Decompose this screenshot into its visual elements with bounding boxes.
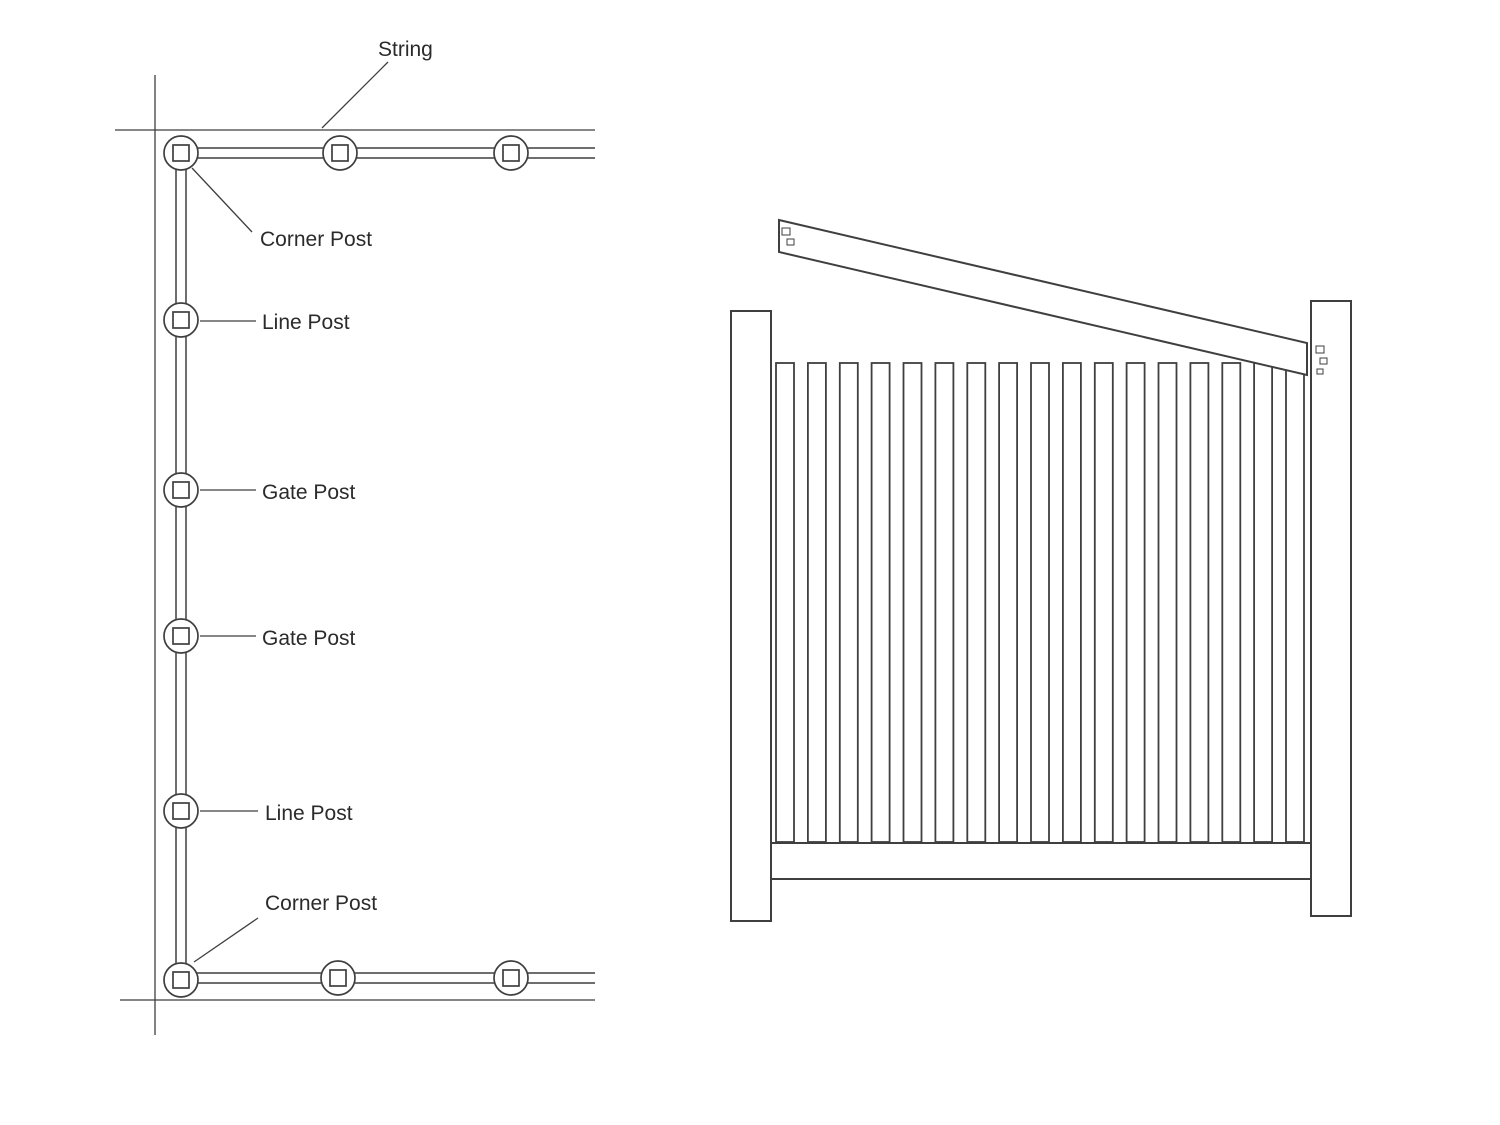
label-line-post-top: Line Post (262, 311, 350, 334)
string-left (175, 153, 187, 980)
label-corner-post-bottom: Corner Post (265, 892, 377, 915)
picket (1285, 362, 1305, 843)
leader-corner-post-top (191, 167, 253, 233)
picket (1189, 362, 1210, 843)
picket (998, 362, 1018, 843)
bottom-rail (770, 842, 1312, 880)
leader-string (321, 61, 389, 129)
pickets (775, 362, 1305, 843)
picket (1221, 362, 1242, 843)
post-marker-bottom-line-2 (493, 960, 529, 996)
post-marker-top-line-1 (322, 135, 358, 171)
picket (870, 362, 891, 843)
picket (1253, 362, 1273, 843)
rail-end-marking-right (1315, 345, 1328, 375)
label-corner-post-top: Corner Post (260, 228, 372, 251)
leader-corner-post-bottom (193, 917, 259, 963)
label-line-post-bottom: Line Post (265, 802, 353, 825)
label-gate-post-lower: Gate Post (262, 627, 356, 650)
post-marker-corner-top (163, 135, 199, 171)
string-top (181, 147, 595, 159)
picket (902, 362, 923, 843)
post-marker-corner-bottom (163, 962, 199, 998)
elevation-view (730, 218, 1352, 922)
rail-end-marking-left (781, 227, 795, 246)
post-marker-gate-lower (163, 618, 199, 654)
post-marker-bottom-line-1 (320, 960, 356, 996)
picket (1030, 362, 1050, 843)
label-string: String (378, 38, 433, 61)
post-marker-top-line-2 (493, 135, 529, 171)
picket (1062, 362, 1082, 843)
top-rail-tilted (778, 218, 1308, 377)
picket (1157, 362, 1178, 843)
picket (838, 362, 859, 843)
post-marker-line-upper (163, 302, 199, 338)
picket (1125, 362, 1146, 843)
plan-view: String Corner Post Line Post Gate Post G… (115, 38, 595, 1035)
post-marker-gate-upper (163, 472, 199, 508)
picket (807, 362, 827, 843)
picket (1093, 362, 1114, 843)
post-marker-line-lower (163, 793, 199, 829)
picket (934, 362, 955, 843)
left-post (730, 310, 772, 922)
picket (775, 362, 795, 843)
picket (966, 362, 987, 843)
right-post (1310, 300, 1352, 917)
string-bottom (181, 972, 595, 984)
label-gate-post-upper: Gate Post (262, 481, 356, 504)
